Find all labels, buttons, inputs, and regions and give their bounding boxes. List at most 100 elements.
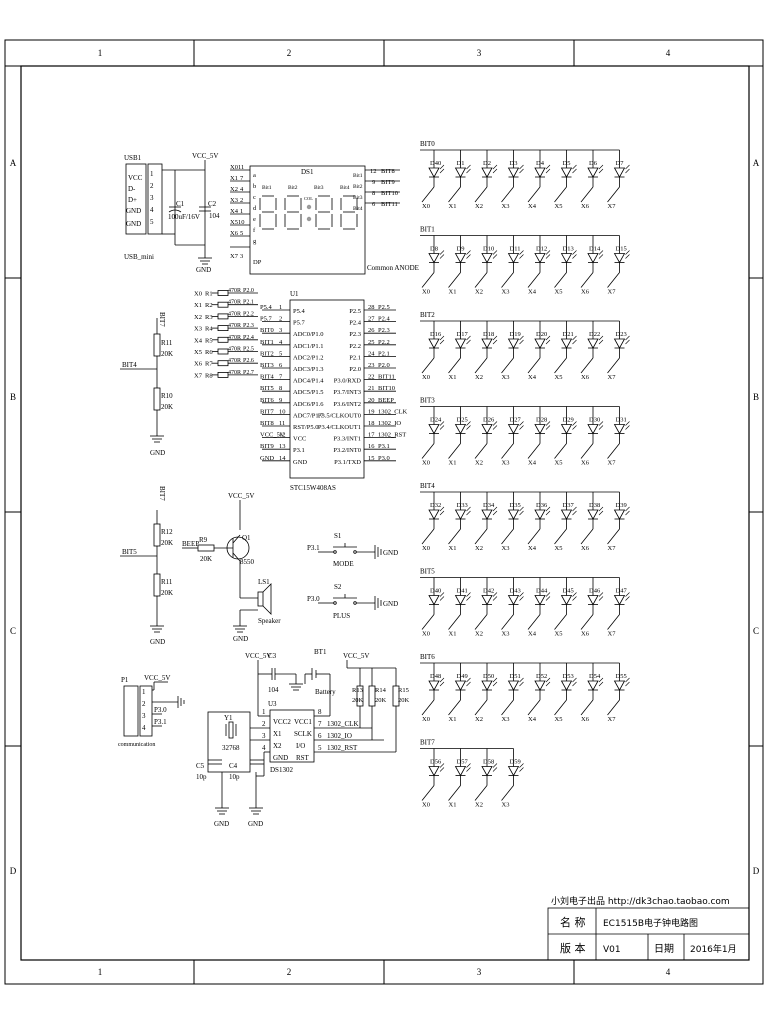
- disp-net-x7: X7: [230, 253, 239, 260]
- led-ref: D50: [483, 673, 494, 680]
- led-net: X1: [449, 203, 457, 210]
- mcu-left-net: BIT2: [260, 350, 274, 357]
- led-ref: D25: [457, 417, 468, 424]
- disp-pin-3: 3: [240, 253, 243, 260]
- rtc-r14: R14: [375, 687, 387, 694]
- colon-label: COL: [304, 196, 313, 201]
- led-group: BIT4D32X0D33X1D34X2D35X3D36X4D37X5D38X6D…: [420, 482, 630, 552]
- led-group: BIT1D8X0D9X1D10X2D11X3D12X4D13X5D14X6D15…: [420, 226, 630, 296]
- usb-labels: USB1 VCC_5V VCC D- D+ GND GND 1 2 3 4 5 …: [124, 152, 220, 274]
- led-ref: D40: [430, 160, 441, 167]
- led-bus-net: BIT2: [420, 311, 435, 319]
- div1-r-top-val: 20K: [161, 350, 173, 358]
- disp-pin-11: 11: [238, 164, 244, 171]
- led-ref: D20: [536, 331, 547, 338]
- mcu-right-net: P2.5: [378, 304, 390, 311]
- s2-ref: S2: [334, 583, 342, 591]
- divider-1: [120, 318, 164, 443]
- usb-pin-num-5: 5: [150, 218, 154, 226]
- zone-row-a-left: A: [10, 158, 17, 168]
- led-ref: D51: [510, 673, 521, 680]
- mcu-left-num: 3: [279, 327, 282, 334]
- mcu-right-pin: P2.1: [349, 354, 361, 361]
- seg-d: d: [253, 205, 257, 212]
- rtc-rnum-1: 8: [318, 708, 322, 716]
- mcu-right-net: 1302_CLK: [378, 408, 408, 415]
- disp-bit-label-2: Bit2: [353, 184, 363, 190]
- buzzer-r: R9: [199, 536, 208, 544]
- mcu-left-pin: ADC0/P1.0: [293, 331, 324, 338]
- disp-net-x1: X1: [230, 175, 238, 182]
- led-net: X6: [581, 545, 590, 552]
- led-net: X6: [581, 460, 590, 467]
- led-net: X5: [555, 460, 563, 467]
- resistor-port-net: P2.4: [243, 335, 254, 341]
- disp-net-x6: X6: [230, 230, 239, 237]
- mcu-left-num: 13: [279, 443, 286, 450]
- conn-vcc: VCC_5V: [144, 674, 170, 682]
- digit-label-1: Bit1: [262, 185, 272, 191]
- led-ref: D22: [589, 331, 600, 338]
- led-net: X0: [422, 374, 430, 381]
- div1-r-bot-val: 20K: [161, 403, 173, 411]
- led-bus-net: BIT0: [420, 140, 435, 148]
- resistor-x-net: X6: [194, 361, 203, 368]
- resistor-port-net: P2.1: [243, 300, 254, 306]
- led-ref: D41: [457, 588, 468, 595]
- led-net: X3: [502, 289, 510, 296]
- s1-net: P3.1: [307, 544, 320, 552]
- led-net: X2: [475, 716, 483, 723]
- led-ref: D8: [430, 246, 438, 253]
- led-group: BIT6D48X0D49X1D50X2D51X3D52X4D53X5D54X6D…: [420, 653, 630, 723]
- buzzer-vcc: VCC_5V: [228, 492, 254, 500]
- rtc-lpin-1: VCC2: [273, 718, 291, 726]
- div2-gnd: GND: [150, 638, 165, 646]
- s2-label: PLUS: [333, 612, 350, 620]
- mcu-left-net: BIT4: [260, 374, 274, 381]
- led-bus-net: BIT5: [420, 568, 435, 576]
- connector-labels: P1 VCC_5V P3.0 P3.1 1 2 3 4 communicatio…: [118, 674, 170, 748]
- zone-col-4-bottom: 4: [666, 967, 671, 977]
- buzzer-r-val: 20K: [200, 555, 212, 563]
- usb-vcc-net: VCC_5V: [192, 152, 218, 160]
- rtc-r15-val: 20K: [398, 697, 410, 704]
- led-ref: D27: [510, 417, 522, 424]
- resistor-ref: R7: [205, 361, 213, 368]
- led-net: X4: [528, 716, 537, 723]
- led-ref: D52: [536, 673, 547, 680]
- date-label: 日期: [654, 943, 674, 955]
- switch-labels: P3.1 S1 MODE GND P3.0 S2 PLUS GND: [307, 532, 398, 620]
- disp-pin-10: 10: [238, 219, 245, 226]
- led-ref: D5: [563, 160, 571, 167]
- resistor-value: 470R: [228, 323, 241, 329]
- led-net: X2: [475, 203, 483, 210]
- mcu-left-net: BIT0: [260, 327, 274, 334]
- mcu-left-net: BIT5: [260, 385, 274, 392]
- led-net: X2: [475, 802, 483, 809]
- c2-value: 104: [209, 212, 220, 220]
- mcu-right-net: P2.4: [378, 316, 390, 323]
- led-ref: D13: [563, 246, 574, 253]
- rtc-r15: R15: [398, 687, 409, 694]
- rtc-lnum-2: 2: [262, 720, 266, 728]
- buzzer-circuit: [182, 500, 272, 633]
- rtc-lpin-4: GND: [273, 754, 288, 762]
- mcu-left-num: 11: [279, 420, 285, 427]
- sheet-border: [4, 39, 764, 985]
- rtc-ref: U3: [268, 700, 277, 708]
- led-ref: D42: [483, 588, 494, 595]
- resistor-ref: R8: [205, 372, 213, 379]
- led-ref: D19: [510, 331, 521, 338]
- buzzer-q-part: 8550: [240, 558, 255, 566]
- mcu-right-pin: P2.5: [349, 308, 361, 315]
